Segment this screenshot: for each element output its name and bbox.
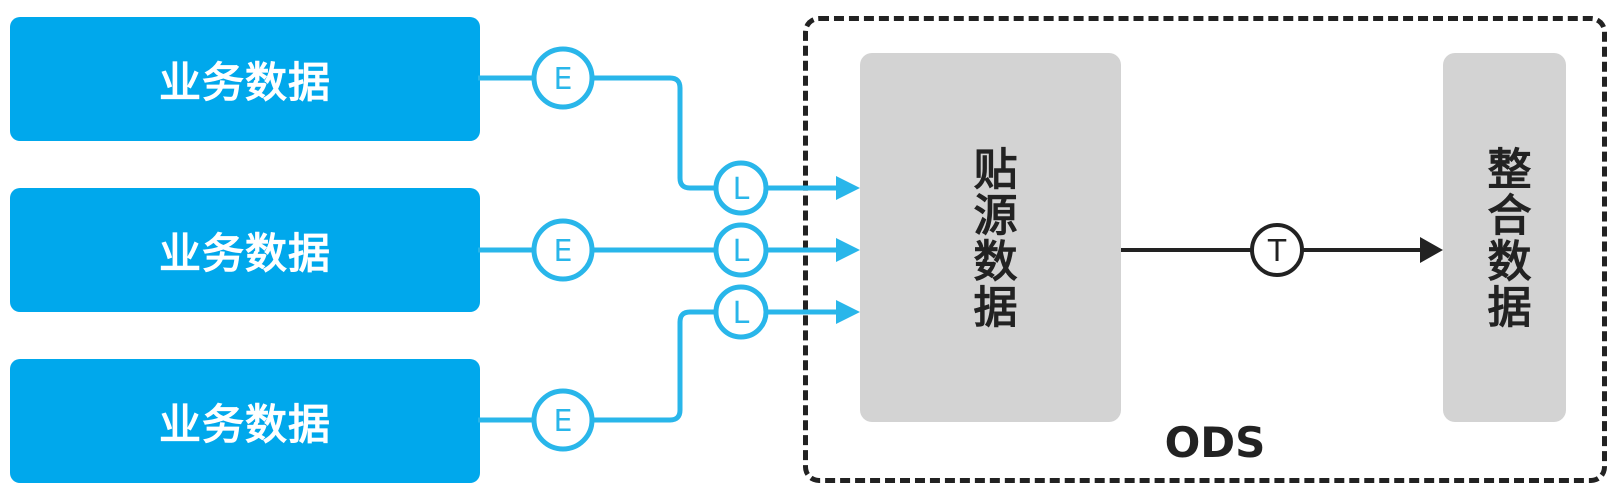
- source-box-3: 业务数据: [10, 359, 480, 483]
- extract-badge-3: E: [531, 388, 595, 452]
- svg-text:L: L: [733, 296, 750, 331]
- extract-badge-1: E: [531, 46, 595, 110]
- extract-badge-2: E: [531, 218, 595, 282]
- integrated-data-box: 整合数据: [1443, 53, 1566, 422]
- load-badge-2: L: [713, 222, 769, 278]
- connector-line-3: [478, 309, 838, 423]
- connector-line-1: [478, 75, 838, 191]
- integrated-data-label: 整合数据: [1479, 145, 1531, 330]
- source-label-1: 业务数据: [158, 57, 331, 107]
- load-badge-1: L: [713, 160, 769, 216]
- load-badge-3: L: [713, 284, 769, 340]
- source-box-2: 业务数据: [10, 188, 480, 312]
- svg-text:E: E: [554, 62, 573, 97]
- svg-text:E: E: [554, 404, 573, 439]
- svg-text:E: E: [554, 234, 573, 269]
- source-box-1: 业务数据: [10, 17, 480, 141]
- ods-label: ODS: [1164, 418, 1266, 467]
- paste-source-label: 贴源数据: [965, 145, 1017, 330]
- svg-text:L: L: [733, 172, 750, 207]
- source-label-2: 业务数据: [158, 228, 331, 278]
- paste-source-box: 贴源数据: [860, 53, 1121, 422]
- source-label-3: 业务数据: [158, 399, 331, 449]
- svg-text:L: L: [733, 234, 750, 269]
